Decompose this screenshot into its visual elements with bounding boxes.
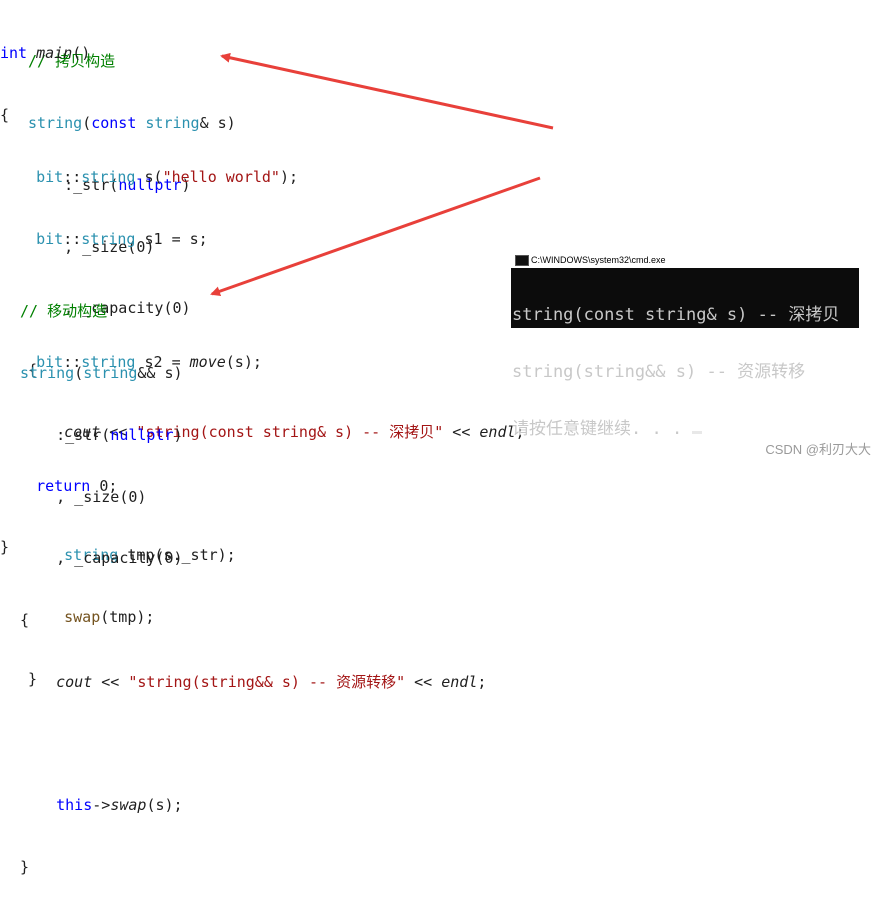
nullptr-keyword: nullptr: [118, 175, 182, 194]
console-line: 请按任意键继续. . .: [512, 419, 693, 439]
copy-ctor-comment: // 拷贝构造: [28, 52, 116, 71]
copy-ctor-message: "string(const string& s) -- 深拷贝": [136, 422, 444, 441]
move-ctor-comment: // 移动构造: [20, 302, 108, 321]
indent: [0, 477, 36, 495]
scope-op: ::: [63, 229, 82, 248]
main-function-panel: int main() { bit::string s("hello world"…: [0, 0, 305, 556]
console-title-bar[interactable]: C:\WINDOWS\system32\cmd.exe: [511, 252, 859, 268]
console-line: string(string&& s) -- 资源转移: [512, 362, 806, 382]
string-type: string: [81, 353, 136, 372]
init-close: ): [173, 425, 183, 444]
op: <<: [92, 672, 129, 691]
cout-token: cout: [64, 422, 101, 441]
watermark: CSDN @利刃大大: [765, 442, 871, 457]
const-keyword: const: [91, 113, 137, 132]
swap-args: (s);: [146, 796, 183, 815]
op: <<: [100, 422, 137, 441]
param-rest: && s): [137, 363, 183, 382]
cursor-icon: [692, 431, 703, 434]
main-name: main: [36, 44, 73, 63]
init-str: :_str(: [28, 175, 119, 194]
init-size: , _size(0): [28, 237, 155, 256]
close-brace: }: [20, 858, 30, 877]
console-title: C:\WINDOWS\system32\cmd.exe: [531, 255, 666, 265]
scope-op: ::: [63, 353, 82, 372]
nullptr-keyword: nullptr: [110, 425, 174, 444]
open-brace: {: [0, 105, 10, 124]
scope-op: ::: [63, 167, 82, 186]
semicolon: ;: [515, 422, 525, 441]
cout-token: cout: [56, 672, 93, 691]
paren: (: [82, 113, 92, 132]
op: <<: [443, 422, 480, 441]
namespace-bit: bit: [36, 229, 64, 248]
int-keyword: int: [0, 44, 28, 63]
endl-token: endl: [479, 422, 516, 441]
init-capacity: , _capacity(0): [28, 299, 191, 318]
indent: [20, 673, 56, 691]
decl-s1: s1 = s;: [135, 229, 208, 248]
arrow-op: ->: [92, 796, 111, 815]
indent: [0, 353, 36, 371]
hello-literal: "hello world": [162, 167, 280, 186]
return-value: 0;: [90, 476, 118, 495]
param-type: string: [136, 113, 200, 132]
indent: [0, 168, 36, 186]
decl-s: s(: [135, 167, 163, 186]
swap-call: swap: [110, 796, 147, 815]
open-brace: {: [20, 611, 30, 630]
main-parens: (): [72, 44, 91, 63]
semicolon: ;: [477, 672, 487, 691]
namespace-bit: bit: [36, 353, 64, 372]
cmd-icon: [515, 255, 529, 266]
indent: [20, 796, 56, 814]
this-keyword: this: [56, 796, 93, 815]
endl-token: endl: [441, 672, 478, 691]
decl-end: );: [279, 167, 299, 186]
move-call: move: [189, 353, 226, 372]
return-keyword: return: [36, 476, 91, 495]
console-line: string(const string& s) -- 深拷贝: [512, 305, 840, 325]
close-brace: }: [0, 538, 10, 557]
namespace-bit: bit: [36, 167, 64, 186]
console-output: string(const string& s) -- 深拷贝 string(st…: [511, 268, 859, 477]
console-window: C:\WINDOWS\system32\cmd.exe string(const…: [511, 252, 859, 439]
string-type: string: [81, 229, 136, 248]
move-ctor-name: string: [20, 363, 75, 382]
indent: [0, 230, 36, 248]
copy-ctor-name: string: [28, 113, 83, 132]
init-str: :_str(: [20, 425, 111, 444]
init-close: ): [181, 175, 191, 194]
string-type: string: [81, 167, 136, 186]
decl-s2: s2 =: [135, 353, 190, 372]
paren: (: [74, 363, 84, 382]
move-ctor-message: "string(string&& s) -- 资源转移": [128, 672, 406, 691]
move-args: (s);: [225, 353, 262, 372]
op: <<: [405, 672, 442, 691]
open-brace: {: [28, 361, 38, 380]
param-type: string: [83, 363, 138, 382]
